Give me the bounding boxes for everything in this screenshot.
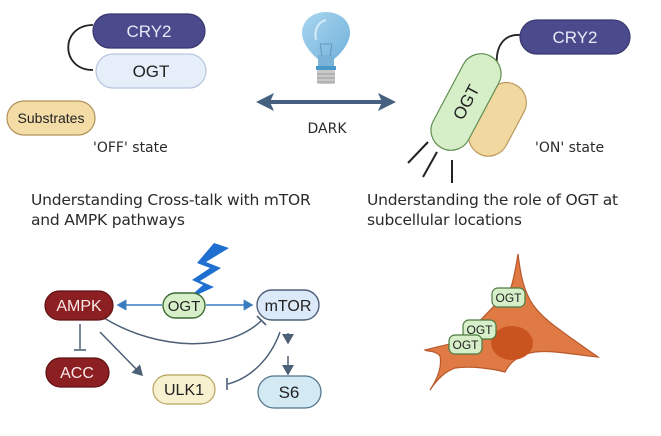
- activity-lines: [407, 141, 453, 183]
- ogt-off-label: OGT: [133, 62, 170, 81]
- linker-connector: [67, 24, 94, 71]
- lightbulb-icon: [302, 12, 350, 84]
- dark-label: DARK: [307, 121, 347, 137]
- section-right-line2: subcellular locations: [367, 211, 522, 229]
- on-state-label: 'ON' state: [535, 140, 605, 156]
- section-left-line1: Understanding Cross-talk with mTOR: [31, 191, 311, 209]
- off-state-label: 'OFF' state: [93, 140, 168, 156]
- section-left-line2: and AMPK pathways: [31, 211, 185, 229]
- linker-connector-on: [495, 34, 521, 67]
- cell-ogt-label-3: OGT: [453, 338, 480, 352]
- double-arrow: [256, 93, 396, 111]
- cell-ogt-3: OGT: [448, 334, 483, 355]
- node-acc: ACC: [45, 357, 110, 388]
- node-ulk1: ULK1: [152, 374, 216, 405]
- ogt-pill-off: OGT: [95, 53, 207, 89]
- cell-body: [423, 253, 601, 391]
- cell-ogt-1: OGT: [491, 287, 526, 308]
- substrates-pill: Substrates: [6, 100, 96, 136]
- mtor-label: mTOR: [265, 298, 312, 315]
- cry2-pill-on: CRY2: [519, 19, 631, 55]
- ampk-label: AMPK: [56, 298, 102, 315]
- section-right-title: Understanding the role of OGT at subcell…: [367, 190, 618, 230]
- cell-ogt-label-2: OGT: [467, 323, 494, 337]
- cell-illustration: OGT OGT OGT: [423, 253, 601, 391]
- section-right-line1: Understanding the role of OGT at: [367, 191, 618, 209]
- cell-ogt-label-1: OGT: [496, 291, 523, 305]
- lightning-icon: [186, 243, 229, 300]
- ampk-to-ulk1-arrow: [99, 331, 144, 377]
- section-left-title: Understanding Cross-talk with mTOR and A…: [31, 190, 311, 230]
- cry2-on-label: CRY2: [552, 28, 597, 47]
- node-ampk: AMPK: [44, 290, 114, 321]
- acc-label: ACC: [60, 365, 94, 382]
- mtor-inhibits-ulk1: [227, 331, 281, 385]
- node-s6: S6: [257, 375, 322, 409]
- node-mtor: mTOR: [256, 289, 320, 321]
- on-state-group: CRY2 OGT: [407, 19, 631, 183]
- node-ogt: OGT: [162, 292, 206, 319]
- ampk-inhibits-mtor: [103, 317, 263, 345]
- ogt-pill-on: OGT: [430, 53, 502, 151]
- cry2-pill-off: CRY2: [92, 13, 206, 49]
- off-state-group: CRY2 OGT Substrates: [6, 13, 207, 136]
- substrates-label: Substrates: [18, 110, 85, 126]
- s6-label: S6: [279, 383, 300, 402]
- ogt-pathway-label: OGT: [168, 298, 201, 315]
- pathway-diagram: AMPK OGT mTOR ACC ULK1 S6: [44, 243, 322, 409]
- cry2-off-label: CRY2: [126, 22, 171, 41]
- cell-ogt-2: OGT: [462, 319, 497, 340]
- nucleus: [491, 326, 533, 360]
- ulk1-label: ULK1: [164, 382, 204, 399]
